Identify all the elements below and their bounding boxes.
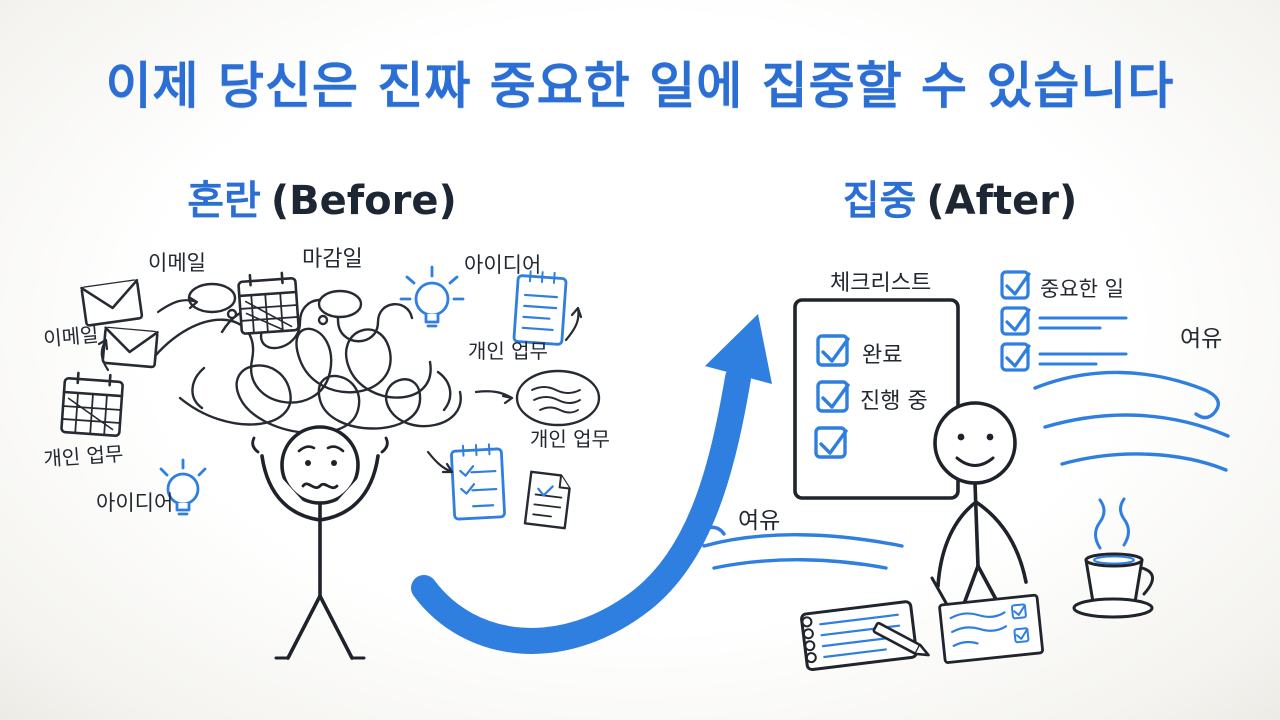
label-email-top: 이메일 bbox=[148, 251, 206, 275]
before-heading-english: (Before) bbox=[270, 178, 457, 224]
transition-arrow bbox=[411, 314, 772, 654]
label-deadline: 마감일 bbox=[302, 247, 363, 272]
envelope-icon bbox=[80, 278, 159, 369]
page-title: 이제 당신은 진짜 중요한 일에 집중할 수 있습니다 bbox=[105, 57, 1175, 115]
before-heading: 혼란(Before) bbox=[62, 168, 582, 226]
label-ease-right: 여유 bbox=[1180, 326, 1222, 352]
scribble-tangle bbox=[148, 298, 462, 435]
label-idea-bottom: 아이디어 bbox=[96, 491, 173, 515]
pencil-icon bbox=[872, 621, 930, 657]
thought-bubble-icon bbox=[187, 282, 363, 326]
priority-checklist bbox=[1000, 270, 1128, 372]
calendar-icon bbox=[60, 271, 300, 437]
label-idea-top: 아이디어 bbox=[464, 253, 541, 277]
after-illustration: 체크리스트 완료 진행 중 중요한 일 여유 여유 bbox=[696, 270, 1230, 672]
breeze-lines-right bbox=[1033, 370, 1230, 472]
label-email-left: 이메일 bbox=[42, 322, 99, 351]
scribble-note-icon bbox=[515, 369, 601, 427]
steam-icon bbox=[1094, 497, 1130, 550]
checklist-board bbox=[793, 298, 960, 500]
label-personal-left: 개인 업무 bbox=[43, 441, 124, 471]
label-personal-mid: 개인 업무 bbox=[530, 427, 610, 451]
breeze-lines-left bbox=[696, 525, 904, 570]
label-ease-left: 여유 bbox=[738, 508, 780, 534]
stressed-person bbox=[251, 425, 389, 660]
label-important: 중요한 일 bbox=[1040, 277, 1124, 301]
before-heading-korean: 혼란 bbox=[187, 178, 261, 224]
focused-person bbox=[933, 401, 1028, 622]
lightbulb-icon bbox=[159, 265, 465, 516]
label-in-progress: 진행 중 bbox=[860, 389, 928, 414]
label-done: 완료 bbox=[862, 343, 902, 368]
after-heading: 집중(After) bbox=[700, 168, 1220, 226]
notepad-icon bbox=[450, 270, 568, 521]
before-illustration: 이메일 이메일 마감일 아이디어 개인 업무 개인 업무 개인 업무 아이디어 bbox=[42, 247, 610, 660]
paper-icon bbox=[938, 593, 1044, 664]
after-heading-english: (After) bbox=[926, 178, 1078, 224]
connector-arrows bbox=[97, 295, 583, 474]
document-icon bbox=[523, 470, 571, 530]
coffee-cup-icon bbox=[1072, 497, 1154, 619]
notebook-icon bbox=[800, 600, 918, 672]
after-heading-korean: 집중 bbox=[842, 178, 917, 224]
label-checklist: 체크리스트 bbox=[830, 271, 931, 296]
label-personal-top: 개인 업무 bbox=[468, 339, 548, 363]
task-lines bbox=[1038, 316, 1128, 366]
